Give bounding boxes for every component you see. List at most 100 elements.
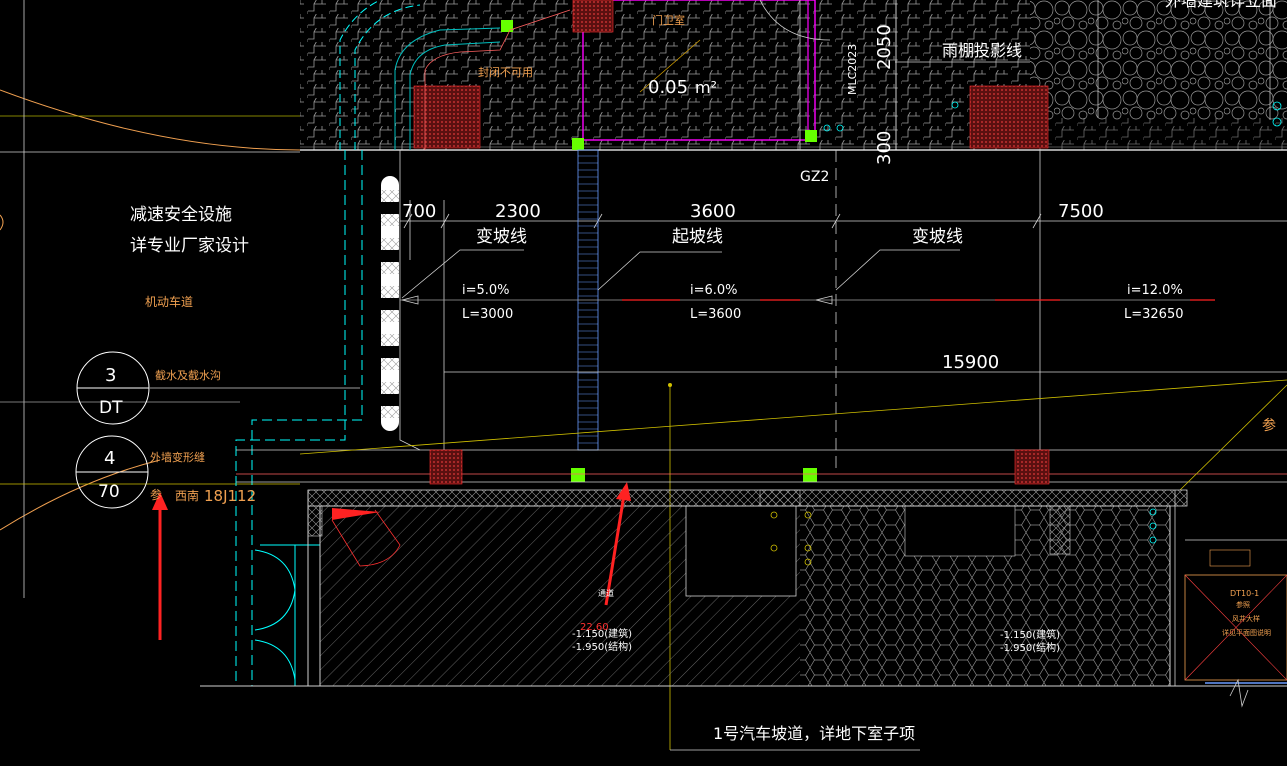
dim-15900: 15900 (942, 352, 999, 373)
road-edge-yellow (299, 379, 1287, 455)
fixture-circle (823, 124, 831, 132)
basement-wall-top (307, 489, 1188, 507)
room-outline (582, 0, 816, 141)
fixture-circle (1272, 117, 1282, 127)
slope-arrowhead (401, 295, 419, 305)
detail-bubble-3[interactable] (76, 351, 150, 425)
basement-inner-box (685, 505, 797, 597)
column-mid-1 (429, 449, 463, 485)
left-small-arc (0, 214, 4, 231)
detail-4-num: 4 (104, 448, 115, 469)
canopy-line-label: 雨棚投影线 (942, 41, 1022, 60)
atlas-code: 18J112 (204, 487, 256, 505)
basement-inner-box-2 (904, 505, 1016, 557)
red-wall-curve (424, 9, 571, 150)
speed-bump-stripes (381, 190, 399, 418)
cyan-wall-3 (399, 150, 421, 451)
fixture-circle (1272, 101, 1282, 111)
cyan-wall-curve-2 (354, 4, 421, 150)
top-right-light-band (1030, 118, 1287, 150)
shaft-label-2: 参照 (1236, 600, 1250, 609)
column-top-2 (572, 0, 614, 33)
arc-top (759, 0, 831, 41)
top-area-unit: m² (695, 78, 717, 97)
slope-3-L: L=32650 (1124, 307, 1184, 322)
dim-3600: 3600 (690, 201, 736, 222)
column-top-3 (969, 85, 1049, 149)
cyan-wall-curve-3 (394, 27, 501, 150)
dim-2050: 2050 (874, 24, 895, 70)
shaft-box-2 (1209, 549, 1251, 567)
atlas-region: 西南 (175, 488, 199, 503)
column-top-1 (413, 85, 481, 149)
grid-marker (571, 468, 585, 482)
detail-3-ref: DT (99, 398, 123, 418)
room-yellow-leader (639, 39, 701, 93)
vehicle-lane-label: 机动车道 (145, 294, 193, 309)
shaft-label-3: 风井大样 (1232, 614, 1260, 623)
slope-2-L: L=3600 (690, 307, 741, 322)
shaft-label-4: 详见平面图说明 (1222, 628, 1271, 637)
elev-left-tag: 通道 (598, 588, 614, 598)
shaft-diag (1184, 574, 1287, 681)
atlas-prefix: 参 (150, 487, 162, 502)
grid-marker (803, 468, 817, 482)
red-arrow-left (152, 492, 168, 640)
fixture-circle (836, 124, 844, 132)
grid-marker (805, 130, 817, 142)
elev-right-2: -1.950(结构) (1000, 641, 1060, 654)
top-note: 封闭不可用 (478, 65, 533, 79)
grid-gz2: GZ2 (800, 169, 829, 185)
basement-fixtures (770, 508, 1157, 566)
top-area: 0.05 (648, 77, 688, 98)
right-diag-leader (1179, 384, 1287, 491)
top-code: MLC2023 (846, 44, 859, 95)
dim-7500: 7500 (1058, 201, 1104, 222)
shaft-box (1184, 574, 1287, 681)
dim-700: 700 (402, 201, 436, 222)
basement-pier-3 (759, 489, 801, 507)
slope-change-label-1: 变坡线 (476, 227, 527, 247)
slope-arrowhead (815, 295, 833, 305)
yellow-dot (668, 383, 672, 387)
fixture-circle (951, 101, 959, 109)
top-right-partial: 外墙建筑详立面 (1165, 0, 1277, 10)
cyan-dashed-wall (235, 150, 346, 686)
cyan-dashed-wall-2 (251, 150, 363, 686)
cyan-wall-curve (339, 0, 382, 150)
slope-2-i: i=6.0% (690, 283, 738, 298)
speed-bump-black-bands (381, 202, 399, 406)
orange-road-curve (0, 89, 301, 151)
slope-1-i: i=5.0% (462, 283, 510, 298)
slope-1-L: L=3000 (462, 307, 513, 322)
red-door-leaf (332, 508, 380, 520)
detail-4-ref: 70 (98, 482, 120, 502)
drain-rungs (578, 155, 598, 444)
speed-bump-label-1: 减速安全设施 (130, 205, 232, 225)
top-circle-hatch (1030, 0, 1287, 120)
basement-pier-2 (307, 505, 323, 537)
dim-300: 300 (874, 131, 895, 165)
door-swing-left (254, 544, 320, 686)
top-room: 门卫室 (652, 13, 685, 27)
red-door-arc (331, 509, 401, 567)
orange-road-curve-2 (0, 459, 161, 531)
cyan-wall-curve-4 (409, 41, 501, 150)
shaft-label-1: DT10-1 (1230, 589, 1259, 598)
slope-3-i: i=12.0% (1127, 283, 1183, 298)
detail-4-label: 外墙变形缝 (150, 450, 205, 464)
elev-right-1: -1.150(建筑) (1000, 628, 1060, 641)
elev-left-1: -1.150(建筑) (572, 627, 632, 640)
detail-3-label: 截水及截水沟 (155, 368, 221, 382)
detail-bubble-4[interactable] (75, 435, 149, 509)
slope-start-label: 起坡线 (672, 227, 723, 247)
break-mark (1229, 678, 1249, 708)
column-mid-2 (1014, 449, 1050, 485)
slope-change-label-2: 变坡线 (912, 227, 963, 247)
elev-left-2: -1.950(结构) (572, 640, 632, 653)
detail-3-num: 3 (105, 365, 116, 386)
ramp-note: 1号汽车坡道，详地下室子项 (713, 724, 915, 743)
right-edge-char: 参 (1262, 417, 1276, 434)
slope-leaders (401, 249, 960, 299)
